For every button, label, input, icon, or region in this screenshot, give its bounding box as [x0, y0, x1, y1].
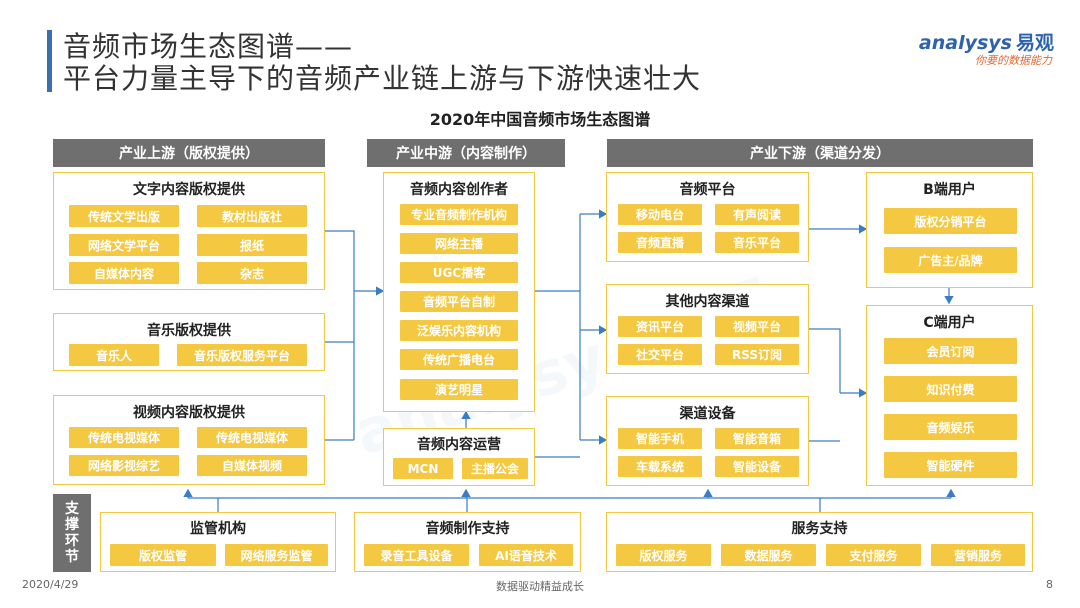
tag-recording-tools: 录音工具设备: [364, 544, 469, 566]
tag-self-media-video: 自媒体视频: [197, 455, 307, 476]
box-b-users: B端用户 版权分销平台 广告主/品牌: [866, 172, 1033, 288]
support-char: 支: [65, 501, 79, 517]
logo-tagline: 你要的数据能力: [975, 54, 1052, 67]
tag-mobile-radio: 移动电台: [618, 204, 702, 225]
logo-brand: analysys: [918, 32, 1012, 54]
box-audio-operation: 音频内容运营 MCN 主播公会: [383, 428, 535, 486]
box-audio-platform: 音频平台 移动电台 有声阅读 音频直播 音乐平台: [606, 172, 809, 262]
tag-news-platform: 资讯平台: [618, 316, 702, 337]
tag-copyright-service: 版权服务: [616, 544, 711, 566]
tag-audiobook: 有声阅读: [715, 204, 799, 225]
tag-mcn: MCN: [393, 458, 453, 479]
box-other-channels: 其他内容渠道 资讯平台 视频平台 社交平台 RSS订阅: [606, 284, 809, 374]
tag-audio-live: 音频直播: [618, 232, 702, 253]
box-c-users: C端用户 会员订阅 知识付费 音频娱乐 智能硬件: [866, 305, 1033, 486]
box-title: 其他内容渠道: [665, 294, 750, 310]
tag-smart-hardware: 智能硬件: [884, 452, 1017, 478]
box-title: C端用户: [923, 315, 976, 331]
box-title: 文字内容版权提供: [133, 182, 245, 198]
tag-magazine: 杂志: [197, 262, 307, 284]
tag-advertiser: 广告主/品牌: [884, 247, 1017, 273]
title-accent-bar: [47, 30, 52, 92]
tag-platform-original: 音频平台自制: [400, 291, 518, 312]
header-upstream: 产业上游（版权提供）: [53, 139, 325, 167]
box-service-support: 服务支持 版权服务 数据服务 支付服务 营销服务: [606, 512, 1033, 572]
header-downstream: 产业下游（渠道分发）: [607, 139, 1033, 167]
box-title: 音频制作支持: [425, 521, 510, 537]
support-char: 环: [65, 533, 79, 549]
box-title: 音频内容运营: [417, 437, 501, 453]
tag-rights-distribution: 版权分销平台: [884, 208, 1017, 234]
tag-payment-service: 支付服务: [826, 544, 921, 566]
tag-marketing-service: 营销服务: [931, 544, 1025, 566]
box-title: 渠道设备: [679, 406, 736, 422]
box-production-support: 音频制作支持 录音工具设备 AI语音技术: [354, 512, 581, 572]
box-text-copyright: 文字内容版权提供 传统文学出版 教材出版社 网络文学平台 报纸 自媒体内容 杂志: [53, 172, 325, 290]
box-title: 音乐版权提供: [147, 323, 231, 339]
tag-textbook-publisher: 教材出版社: [197, 205, 307, 227]
box-audio-creators: 音频内容创作者 专业音频制作机构 网络主播 UGC播客 音频平台自制 泛娱乐内容…: [383, 172, 535, 412]
box-music-copyright: 音乐版权提供 音乐人 音乐版权服务平台: [53, 313, 325, 371]
tag-celebrity: 演艺明星: [400, 379, 518, 400]
box-title: 服务支持: [791, 521, 848, 537]
tag-music-rights-platform: 音乐版权服务平台: [177, 344, 307, 366]
diagram-title: 2020年中国音频市场生态图谱: [429, 110, 651, 129]
box-regulation: 监管机构 版权监管 网络服务监管: [100, 512, 336, 572]
box-channel-devices: 渠道设备 智能手机 智能音箱 车载系统 智能设备: [606, 396, 809, 486]
footer-slogan: 数据驱动精益成长: [496, 580, 584, 593]
tag-ai-voice: AI语音技术: [479, 544, 573, 566]
tag-pro-audio-agency: 专业音频制作机构: [400, 204, 518, 225]
tag-music-platform: 音乐平台: [715, 232, 799, 253]
box-title: 监管机构: [190, 521, 246, 537]
tag-online-literature: 网络文学平台: [69, 234, 179, 256]
page-number: 8: [1046, 578, 1053, 591]
tag-video-platform: 视频平台: [715, 316, 799, 337]
tag-copyright-regulation: 版权监管: [110, 544, 216, 566]
box-title: 视频内容版权提供: [133, 405, 245, 421]
tag-membership: 会员订阅: [884, 338, 1017, 364]
support-char: 撑: [65, 517, 79, 533]
tag-rss: RSS订阅: [715, 344, 799, 365]
tag-audio-entertainment: 音频娱乐: [884, 414, 1017, 440]
tag-entertainment-agency: 泛娱乐内容机构: [400, 320, 518, 341]
tag-musician: 音乐人: [69, 344, 159, 366]
box-title: 音频内容创作者: [410, 182, 508, 198]
tag-newspaper: 报纸: [197, 234, 307, 256]
tag-smart-speaker: 智能音箱: [715, 428, 799, 449]
tag-online-host: 网络主播: [400, 233, 518, 254]
tag-self-media: 自媒体内容: [69, 262, 179, 284]
page-title-line1: 音频市场生态图谱——: [63, 30, 354, 63]
tag-data-service: 数据服务: [721, 544, 816, 566]
tag-online-variety: 网络影视综艺: [69, 455, 179, 476]
tag-host-guild: 主播公会: [462, 458, 528, 479]
box-title: B端用户: [923, 182, 976, 198]
support-char: 节: [65, 549, 79, 565]
tag-traditional-literature: 传统文学出版: [69, 205, 179, 227]
tag-radio-station: 传统广播电台: [400, 349, 518, 370]
tag-smart-device: 智能设备: [715, 456, 799, 477]
tag-ugc-podcast: UGC播客: [400, 262, 518, 283]
box-title: 音频平台: [679, 182, 736, 198]
support-label: 支 撑 环 节: [53, 494, 91, 572]
tag-network-regulation: 网络服务监管: [225, 544, 328, 566]
footer-date: 2020/4/29: [22, 578, 79, 591]
tag-smartphone: 智能手机: [618, 428, 702, 449]
tag-knowledge-payment: 知识付费: [884, 376, 1017, 402]
tag-traditional-tv-2: 传统电视媒体: [197, 427, 307, 448]
tag-social-platform: 社交平台: [618, 344, 702, 365]
tag-car-system: 车载系统: [618, 456, 702, 477]
tag-traditional-tv-1: 传统电视媒体: [69, 427, 179, 448]
page-title-line2: 平台力量主导下的音频产业链上游与下游快速壮大: [63, 62, 702, 95]
box-video-copyright: 视频内容版权提供 传统电视媒体 传统电视媒体 网络影视综艺 自媒体视频: [53, 395, 325, 485]
logo-brand-cn: 易观: [1015, 32, 1054, 54]
header-midstream: 产业中游（内容制作）: [367, 139, 565, 167]
